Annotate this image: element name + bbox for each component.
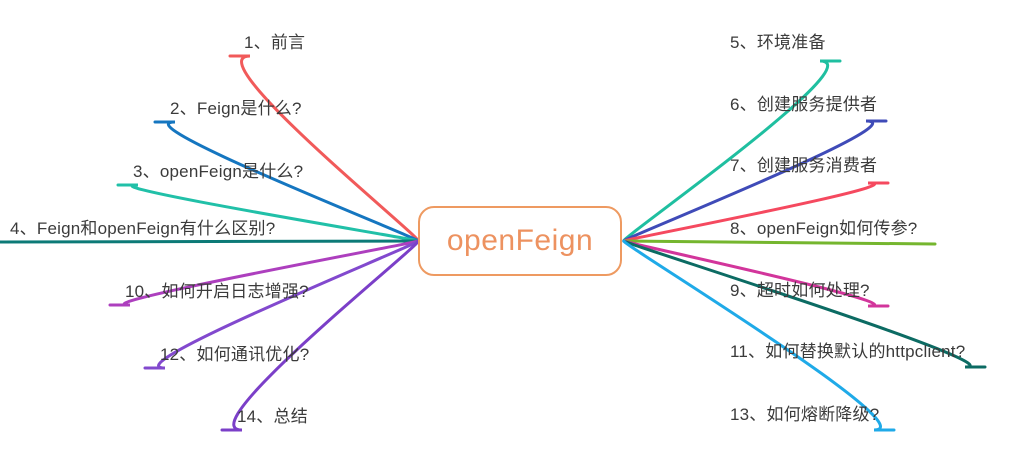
branch-1-connector [228,54,420,243]
branch-8-connector [622,239,937,246]
branch-3-label[interactable]: 3、openFeign是什么? [133,162,304,181]
branch-7-label[interactable]: 7、创建服务消费者 [730,156,878,175]
branch-9-label[interactable]: 9、超时如何处理? [730,281,870,300]
central-node-label: openFeign [446,224,594,257]
branch-2-label[interactable]: 2、Feign是什么? [170,99,302,118]
branch-5-label[interactable]: 5、环境准备 [730,33,826,52]
branch-5-connector [622,59,842,243]
branch-12-label[interactable]: 12、如何通讯优化? [160,345,310,364]
branch-13-label[interactable]: 13、如何熔断降级? [730,405,880,424]
branch-8-label[interactable]: 8、openFeign如何传参? [730,219,918,238]
branch-4-label[interactable]: 4、Feign和openFeign有什么区别? [10,219,276,238]
branch-14-connector [220,239,420,432]
branch-11-label[interactable]: 11、如何替换默认的httpclient? [730,342,966,361]
branch-13-connector [622,239,896,432]
branch-10-label[interactable]: 10、如何开启日志增强? [125,282,309,301]
branch-4-connector [0,239,420,244]
branch-6-label[interactable]: 6、创建服务提供者 [730,95,878,114]
branch-14-label[interactable]: 14、总结 [237,407,308,426]
branch-1-label[interactable]: 1、前言 [244,33,306,52]
central-node[interactable]: openFeign [418,206,622,276]
